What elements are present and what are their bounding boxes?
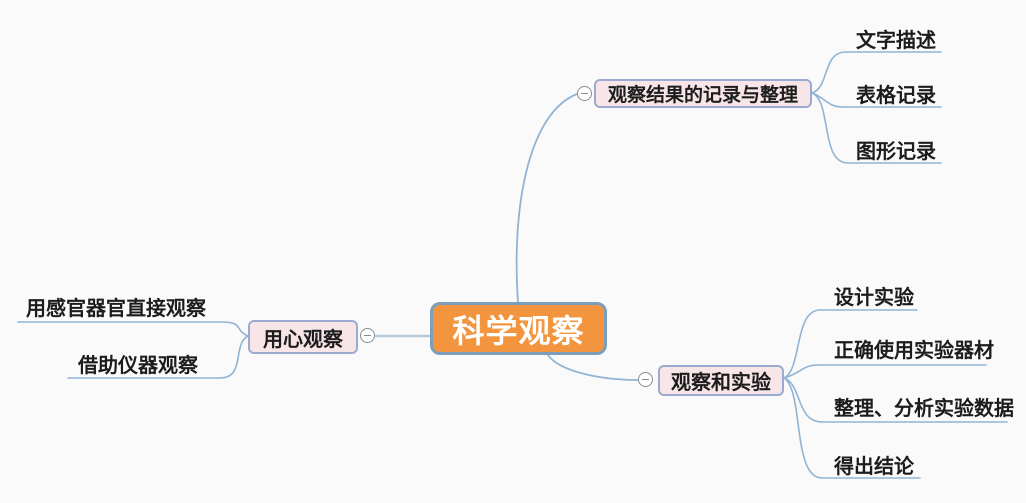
minus-glyph xyxy=(642,379,649,380)
collapse-minus-icon[interactable] xyxy=(638,372,653,387)
topic-yongxin-guancha[interactable]: 用心观察 xyxy=(248,320,358,354)
edge-root-shiyan xyxy=(547,354,639,381)
edge-yongxin-yiqi xyxy=(67,335,249,379)
leaf-topic[interactable]: 用感官器官直接观察 xyxy=(26,298,206,320)
topic-label: 观察结果的记录与整理 xyxy=(607,85,798,106)
edge-jilu-tuxing xyxy=(811,92,942,164)
edge-shiyan-zhengque xyxy=(783,364,987,379)
topic-jilu-zhengli[interactable]: 观察结果的记录与整理 xyxy=(594,79,812,108)
edge-shiyan-zhengli xyxy=(783,377,1008,423)
edge-jilu-wenzi xyxy=(811,51,942,94)
leaf-topic[interactable]: 图形记录 xyxy=(856,141,936,163)
leaf-topic[interactable]: 正确使用实验器材 xyxy=(834,340,994,362)
central-topic[interactable]: 科学观察 xyxy=(430,302,607,355)
leaf-topic[interactable]: 文字描述 xyxy=(856,30,936,52)
leaf-topic[interactable]: 设计实验 xyxy=(834,287,914,309)
topic-guancha-shiyan[interactable]: 观察和实验 xyxy=(658,365,784,396)
leaf-topic[interactable]: 表格记录 xyxy=(856,85,936,107)
topic-label: 用心观察 xyxy=(263,328,343,351)
collapse-minus-icon[interactable] xyxy=(577,86,592,101)
minus-glyph xyxy=(581,93,588,94)
edge-root-jilu xyxy=(515,93,578,303)
minus-glyph xyxy=(364,335,371,336)
leaf-topic[interactable]: 整理、分析实验数据 xyxy=(834,398,1014,420)
collapse-minus-icon[interactable] xyxy=(360,328,375,343)
leaf-topic[interactable]: 借助仪器观察 xyxy=(78,355,198,377)
edge-shiyan-sheji xyxy=(783,309,918,379)
topic-label: 观察和实验 xyxy=(671,372,771,394)
leaf-topic[interactable]: 得出结论 xyxy=(834,456,914,478)
edge-yongxin-ganguan xyxy=(17,321,249,337)
central-topic-label: 科学观察 xyxy=(452,312,585,349)
edge-shiyan-dechu xyxy=(783,377,921,479)
